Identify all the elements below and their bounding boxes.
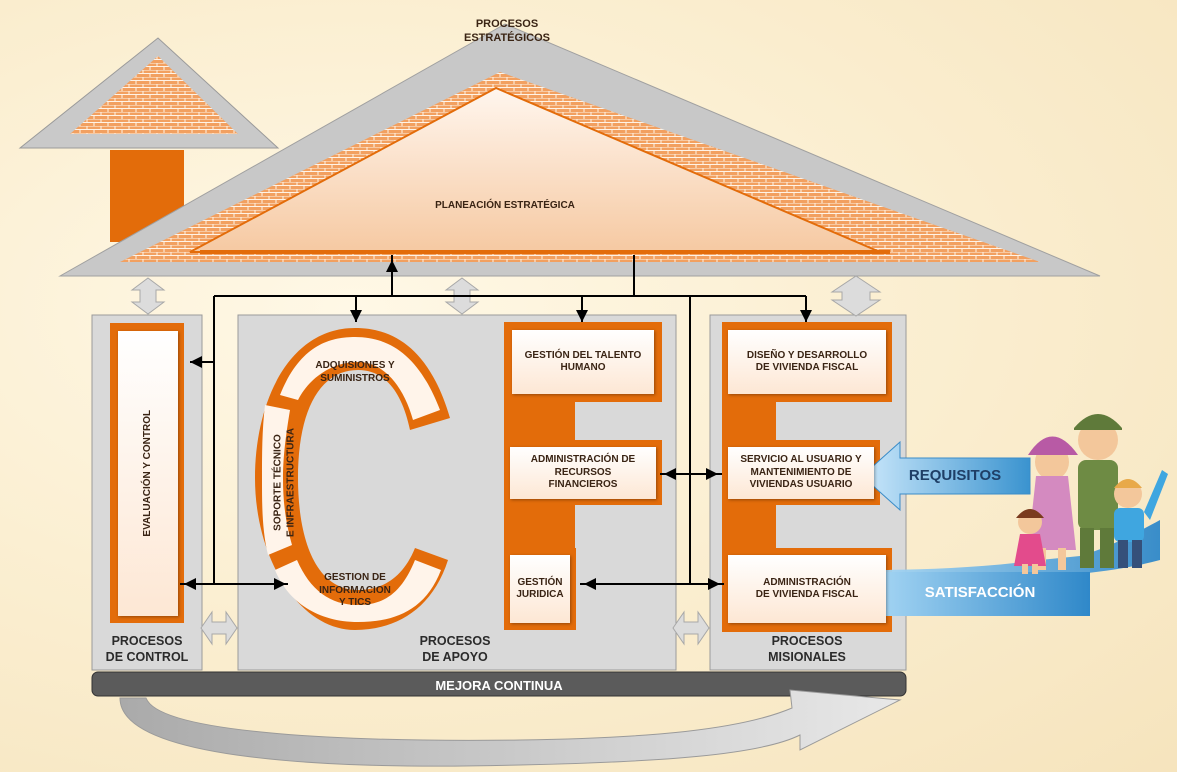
soporte-label: SOPORTE TÉCNICO E INFRAESTRUCTURA bbox=[272, 428, 297, 537]
administracion-box: ADMINISTRACIÓN DE VIVIENDA FISCAL bbox=[728, 555, 886, 623]
talento-box: GESTIÓN DEL TALENTO HUMANO bbox=[512, 330, 654, 394]
administracion-label: ADMINISTRACIÓN DE VIVIENDA FISCAL bbox=[755, 576, 859, 601]
requisitos-label: REQUISITOS bbox=[908, 467, 1002, 484]
small-roof bbox=[18, 37, 280, 242]
apoyo-title: PROCESOS DE APOYO bbox=[419, 634, 491, 664]
diseno-label: DISEÑO Y DESARROLLO DE VIVIENDA FISCAL bbox=[746, 349, 868, 374]
evaluacion-control-box: EVALUACIÓN Y CONTROL bbox=[118, 331, 178, 616]
requisitos-arrow bbox=[861, 440, 1031, 512]
recursos-box: ADMINISTRACIÓN DE RECURSOS FINANCIEROS bbox=[510, 447, 656, 499]
cycle-arrow bbox=[119, 689, 902, 767]
c-shape bbox=[255, 328, 450, 630]
adquisiciones-label: ADQUISIONES Y SUMINISTROS bbox=[315, 360, 395, 384]
servicio-label: SERVICIO AL USUARIO Y MANTENIMIENTO DE V… bbox=[740, 454, 862, 491]
talento-label: GESTIÓN DEL TALENTO HUMANO bbox=[524, 349, 642, 374]
roof-title: PROCESOS ESTRATÉGICOS bbox=[464, 18, 550, 44]
recursos-label: ADMINISTRACIÓN DE RECURSOS FINANCIEROS bbox=[530, 454, 636, 491]
diseno-box: DISEÑO Y DESARROLLO DE VIVIENDA FISCAL bbox=[728, 330, 886, 394]
satisfaccion-label: SATISFACCIÓN bbox=[924, 584, 1036, 601]
misionales-title: PROCESOS MISIONALES bbox=[768, 634, 846, 664]
juridica-box: GESTIÓN JURIDICA bbox=[510, 555, 570, 623]
mejora-continua-label: MEJORA CONTINUA bbox=[435, 678, 563, 693]
connector-lines bbox=[180, 255, 812, 590]
evaluacion-control-label: EVALUACIÓN Y CONTROL bbox=[141, 410, 153, 537]
servicio-box: SERVICIO AL USUARIO Y MANTENIMIENTO DE V… bbox=[728, 447, 874, 499]
juridica-label: GESTIÓN JURIDICA bbox=[516, 576, 564, 601]
main-roof bbox=[58, 23, 1101, 277]
gestion-info-label: GESTION DE INFORMACION Y TICS bbox=[319, 572, 391, 608]
family-illustration bbox=[1014, 414, 1168, 574]
mejora-bar bbox=[91, 671, 907, 697]
planeacion-label: PLANEACIÓN ESTRATÉGICA bbox=[435, 200, 575, 211]
wall-wall-arrows bbox=[200, 610, 710, 646]
satisfaccion-arrow bbox=[870, 520, 1160, 616]
control-title: PROCESOS DE CONTROL bbox=[105, 634, 189, 664]
